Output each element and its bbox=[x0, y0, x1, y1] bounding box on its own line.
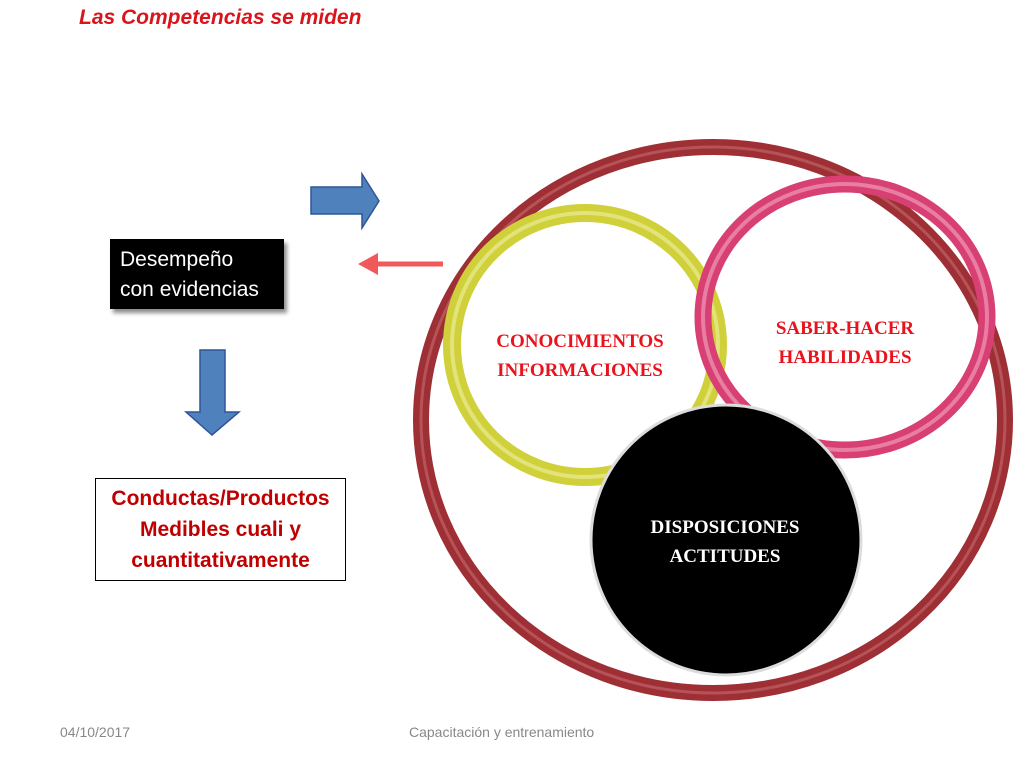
conocimientos-line-2: INFORMACIONES bbox=[497, 360, 663, 381]
left-arrow-icon bbox=[358, 253, 378, 275]
saber-hacer-line-2: HABILIDADES bbox=[778, 347, 912, 368]
disposiciones-label: DISPOSICIONES ACTITUDES bbox=[610, 513, 840, 571]
desempeno-line-2: con evidencias bbox=[120, 278, 259, 301]
saber-hacer-ring-highlight bbox=[701, 182, 989, 452]
conocimientos-label: CONOCIMIENTOS INFORMACIONES bbox=[465, 327, 695, 385]
saber-hacer-line-1: SABER-HACER bbox=[775, 318, 915, 339]
desempeno-box: Desempeño con evidencias bbox=[110, 239, 284, 309]
outer-ring-highlight bbox=[419, 145, 1007, 695]
conocimientos-ring-highlight bbox=[450, 211, 720, 479]
conductas-box: Conductas/Productos Medibles cuali y cua… bbox=[95, 478, 346, 581]
down-arrow-icon bbox=[184, 349, 242, 436]
conductas-line-2: Medibles cuali y bbox=[139, 518, 302, 541]
slide-title: Las Competencias se miden bbox=[79, 6, 362, 29]
conductas-line-3: cuantitativamente bbox=[131, 549, 310, 572]
saber-hacer-label: SABER-HACER HABILIDADES bbox=[745, 314, 945, 372]
footer-date: 04/10/2017 bbox=[60, 724, 131, 740]
disposiciones-circle bbox=[589, 403, 863, 677]
disposiciones-line-1: DISPOSICIONES bbox=[650, 517, 800, 538]
right-arrow-icon bbox=[310, 171, 380, 231]
conocimientos-line-1: CONOCIMIENTOS bbox=[496, 331, 664, 352]
disposiciones-line-2: ACTITUDES bbox=[669, 546, 781, 567]
conductas-line-1: Conductas/Productos bbox=[111, 487, 330, 510]
desempeno-line-1: Desempeño bbox=[120, 248, 234, 271]
footer-text: Capacitación y entrenamiento bbox=[409, 724, 595, 740]
